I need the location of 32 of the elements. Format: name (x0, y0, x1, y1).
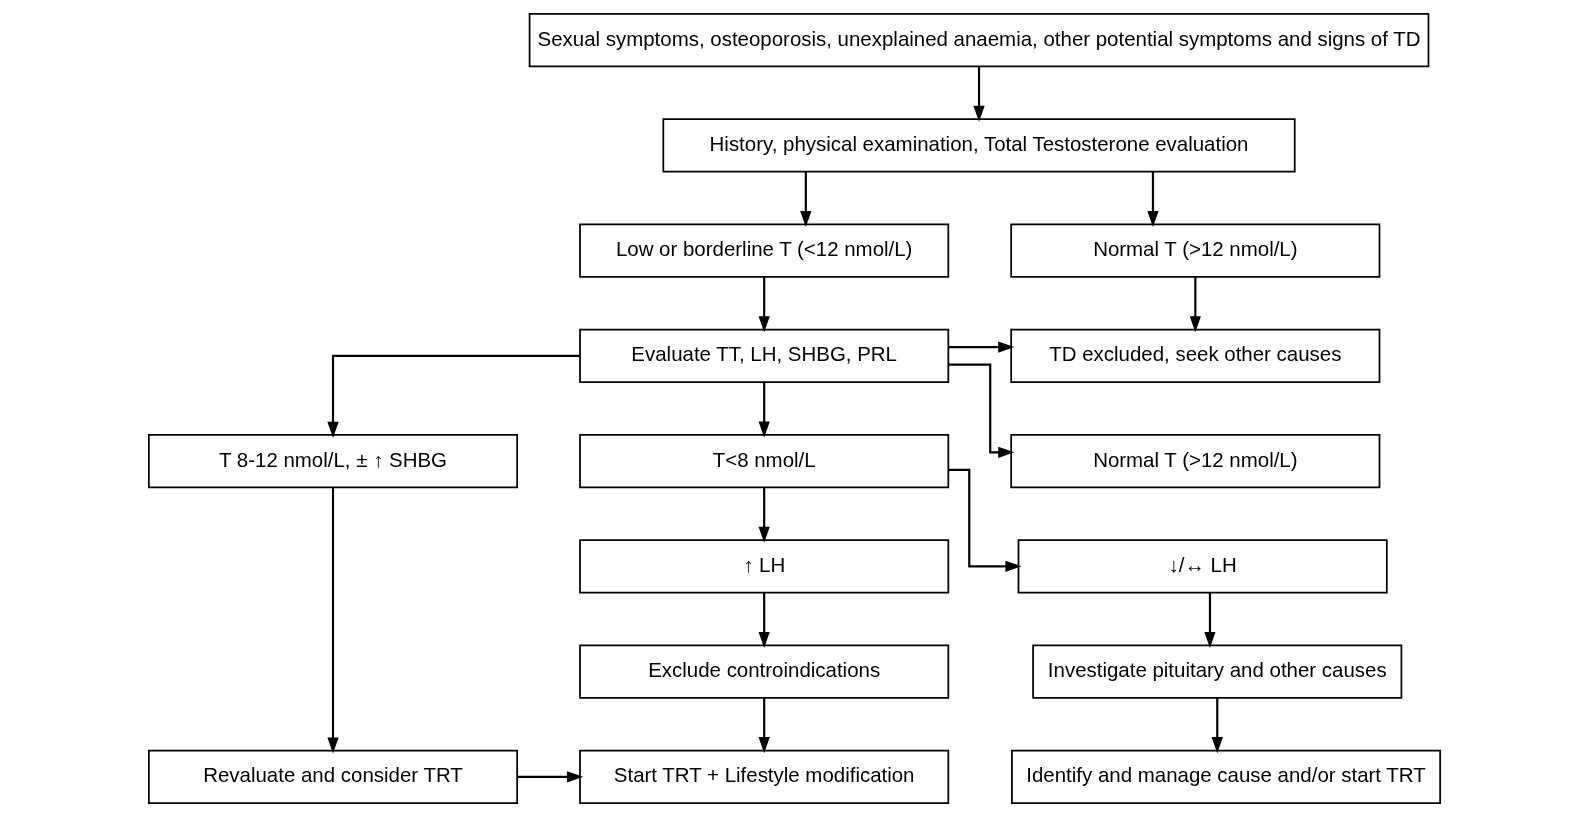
node-box: T 8-12 nmol/L, ± ↑ SHBG (147, 433, 519, 489)
node-box: Start TRT + Lifestyle modification (579, 749, 950, 804)
arrow (800, 171, 812, 228)
arrow (948, 363, 1015, 458)
node-box: Exclude controindications (579, 644, 950, 699)
arrow (758, 277, 770, 333)
arrow (1147, 171, 1159, 228)
arrow (327, 487, 339, 754)
node-box: History, physical examination, Total Testosterone evaluation (662, 118, 1296, 173)
node-box: TD excluded, seek other causes (1010, 328, 1381, 384)
node-box: Normal T (>12 nmol/L) (1010, 433, 1381, 489)
arrow (1204, 592, 1216, 648)
arrow (517, 771, 584, 783)
node-box: Evaluate TT, LH, SHBG, PRL (579, 328, 950, 384)
node-box: Normal T (>12 nmol/L) (1010, 223, 1381, 278)
arrow (973, 66, 985, 122)
arrow (758, 592, 770, 648)
node-box: Low or borderline T (<12 nmol/L) (579, 223, 950, 278)
arrow (758, 698, 770, 754)
arrow (1189, 277, 1201, 333)
node-box: Sexual symptoms, osteoporosis, unexplained anaemia, other potential symptoms and signs of TD (528, 13, 1430, 68)
arrow (327, 354, 580, 438)
node-box: ↑ LH (579, 539, 950, 594)
node-box: ↓/↔ LH (1017, 539, 1388, 594)
arrow (948, 341, 1015, 353)
node-box: Identify and manage cause and/or start TRT (1011, 749, 1442, 804)
node-box: Revaluate and consider TRT (147, 749, 519, 804)
arrow (1211, 698, 1223, 754)
arrow (758, 382, 770, 438)
node-box: Investigate pituitary and other causes (1032, 644, 1403, 699)
arrow (758, 487, 770, 543)
node-box: T<8 nmol/L (579, 433, 950, 489)
